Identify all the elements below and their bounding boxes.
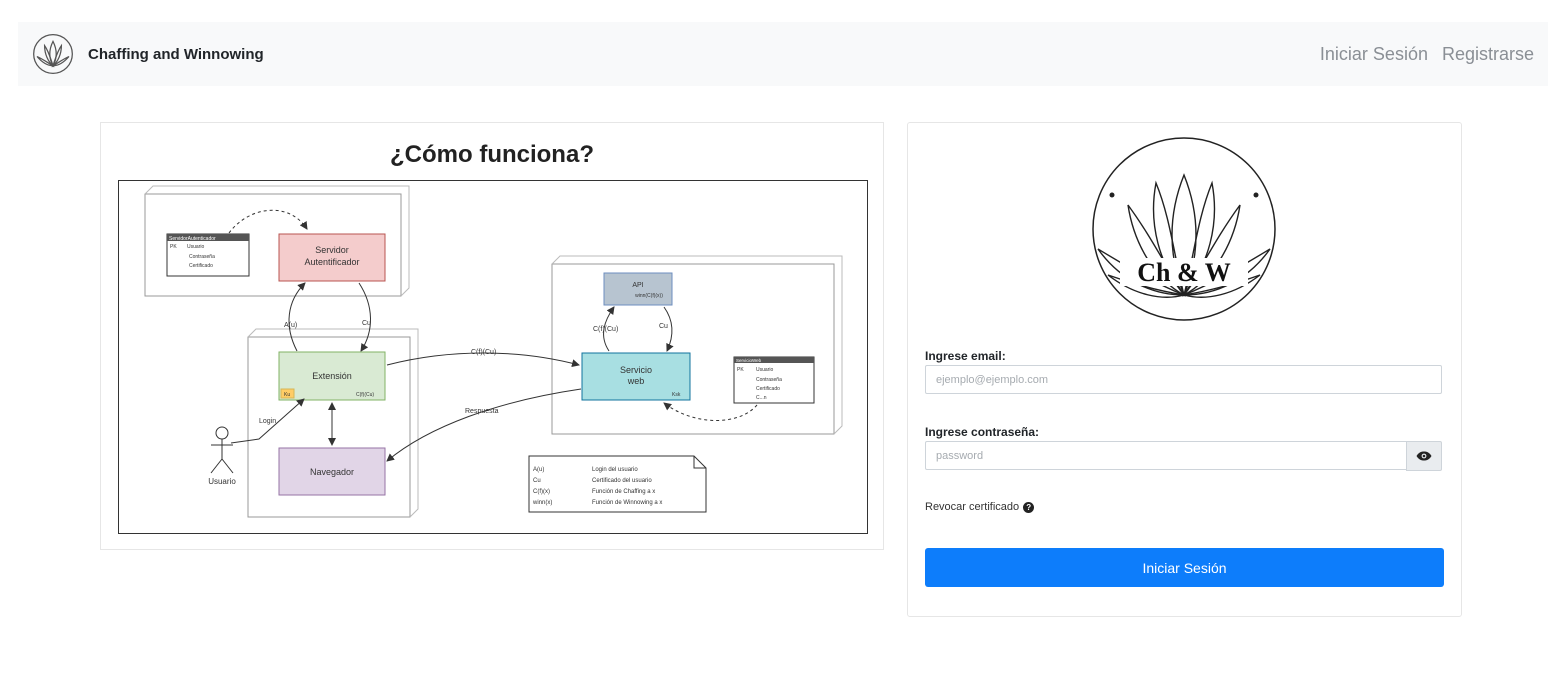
edge-label-cf-cu-api: C(f)(Cu) bbox=[593, 326, 618, 333]
api-node: API winn(C(f)(x)) bbox=[603, 272, 673, 306]
auth-table-pk: PK bbox=[170, 244, 177, 250]
nav-register-link[interactable]: Registrarse bbox=[1441, 43, 1534, 64]
architecture-diagram-svg: ServidorAutenticador PK Usuario Contrase… bbox=[144, 185, 843, 518]
lotus-emblem-icon: Ch & W bbox=[1092, 137, 1276, 321]
eye-icon bbox=[1416, 451, 1432, 461]
legend-value: Certificado del usuario bbox=[592, 478, 652, 484]
web-table-row: C...n bbox=[756, 395, 767, 401]
legend-key: winn(x) bbox=[532, 500, 552, 506]
auth-table-row: Certificado bbox=[189, 263, 213, 269]
nav-links: Iniciar Sesión Registrarse bbox=[1320, 22, 1534, 86]
api-sub: winn(C(f)(x)) bbox=[635, 293, 663, 299]
webservice-tag: Ksk bbox=[672, 392, 681, 398]
auth-server-label: Servidor bbox=[315, 245, 349, 255]
edge-label-cu-api: Cu bbox=[659, 323, 668, 330]
webservice-label: Servicio bbox=[620, 365, 652, 375]
web-container bbox=[551, 255, 843, 435]
edge-label-login: Login bbox=[259, 418, 276, 425]
web-table-row: Certificado bbox=[756, 386, 780, 392]
extension-sub: C(f)(Cu) bbox=[356, 392, 374, 398]
web-table-pk: PK bbox=[737, 367, 744, 373]
logo-text: Ch & W bbox=[1137, 258, 1230, 287]
brand-name: Chaffing and Winnowing bbox=[88, 45, 264, 63]
web-table-header: ServicioWeb bbox=[736, 358, 762, 363]
edge-label-cf-cu: C(f)(Cu) bbox=[471, 349, 496, 356]
browser-label: Navegador bbox=[310, 467, 354, 477]
web-table-row: Usuario bbox=[756, 367, 773, 373]
auth-db-table: ServidorAutenticador PK Usuario Contrase… bbox=[166, 233, 250, 277]
legend-key: C(f)(x) bbox=[533, 489, 550, 495]
auth-server-label: Autentificador bbox=[304, 257, 359, 267]
auth-table-header: ServidorAutenticador bbox=[169, 236, 216, 242]
web-table-row: Contraseña bbox=[756, 377, 782, 383]
edge-label-a-u: A(u) bbox=[284, 322, 297, 329]
edge-label-respuesta: Respuesta bbox=[465, 408, 499, 415]
auth-server-node: Servidor Autentificador bbox=[278, 233, 386, 282]
nav-login-link[interactable]: Iniciar Sesión bbox=[1319, 43, 1428, 64]
toggle-password-button[interactable] bbox=[1406, 441, 1442, 471]
chw-logo: Ch & W bbox=[1090, 135, 1278, 323]
legend-value: Función de Chaffing a x bbox=[592, 489, 655, 495]
how-it-works-card: ¿Cómo funciona? ServidorAutenticador PK … bbox=[100, 122, 884, 550]
email-label: Ingrese email: bbox=[925, 349, 1006, 363]
diagram-title: ¿Cómo funciona? bbox=[390, 141, 594, 168]
legend-key: A(u) bbox=[533, 467, 544, 473]
password-input[interactable] bbox=[925, 441, 1407, 470]
extension-node: Extensión Ku C(f)(Cu) bbox=[278, 351, 386, 401]
revoke-certificate-link[interactable]: Revocar certificado ? bbox=[925, 501, 1035, 513]
user-label: Usuario bbox=[208, 477, 236, 486]
extension-tag: Ku bbox=[284, 392, 290, 398]
revoke-label: Revocar certificado bbox=[925, 501, 1020, 513]
webservice-label: web bbox=[627, 376, 645, 386]
browser-node: Navegador bbox=[278, 447, 386, 496]
legend-note: A(u) Login del usuario Cu Certificado de… bbox=[528, 455, 707, 513]
extension-label: Extensión bbox=[312, 371, 352, 381]
login-submit-button[interactable]: Iniciar Sesión bbox=[925, 548, 1444, 587]
password-label: Ingrese contraseña: bbox=[925, 425, 1040, 439]
brand[interactable]: Chaffing and Winnowing bbox=[32, 33, 264, 75]
lotus-logo-icon bbox=[33, 34, 73, 74]
user-actor-icon: Usuario bbox=[208, 426, 236, 486]
edge-label-c-u: Cu bbox=[362, 320, 371, 327]
webservice-node: Servicio web Ksk bbox=[581, 352, 691, 401]
architecture-diagram: ServidorAutenticador PK Usuario Contrase… bbox=[118, 180, 868, 534]
login-card: Ch & W Ingrese email: Ingrese contraseña… bbox=[907, 122, 1462, 617]
legend-key: Cu bbox=[533, 478, 541, 484]
email-input[interactable] bbox=[925, 365, 1442, 394]
legend-value: Login del usuario bbox=[592, 467, 638, 473]
auth-table-row: Usuario bbox=[187, 244, 204, 250]
navbar: Chaffing and Winnowing Iniciar Sesión Re… bbox=[18, 22, 1548, 86]
question-circle-icon[interactable]: ? bbox=[1023, 501, 1035, 513]
auth-table-row: Contraseña bbox=[189, 254, 215, 260]
api-label: API bbox=[632, 282, 643, 289]
web-db-table: ServicioWeb PK Usuario Contraseña Certif… bbox=[733, 356, 815, 404]
legend-value: Función de Winnowing a x bbox=[592, 500, 662, 506]
